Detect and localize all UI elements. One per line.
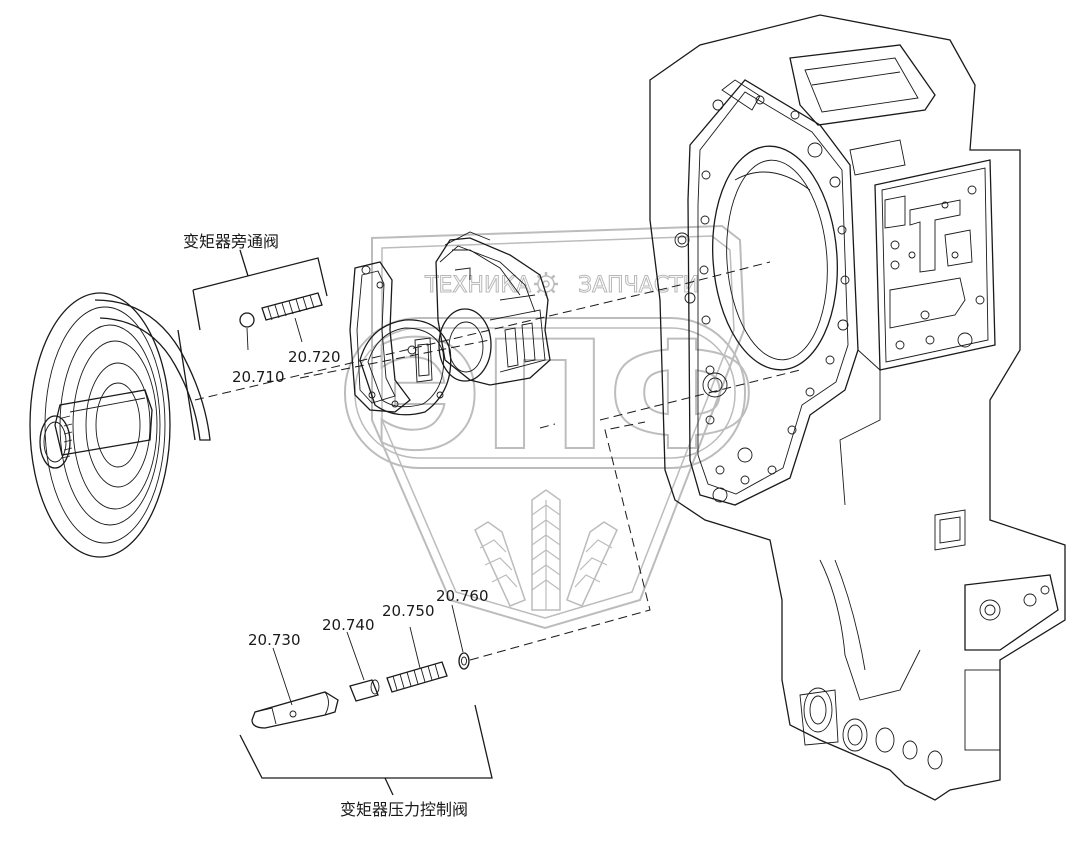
- control-valve-spool: [251, 691, 339, 729]
- bypass-valve-bracket: [192, 249, 328, 351]
- pressure-valve-bracket: [239, 604, 493, 796]
- wheat-emblem: [474, 489, 618, 611]
- pump-housing: [435, 231, 551, 386]
- transmission-housing: [649, 14, 1066, 801]
- valve-plate-gasket: [349, 261, 452, 416]
- part-label-20-760: 20.760: [436, 587, 489, 605]
- part-label-20-750: 20.750: [382, 602, 435, 620]
- control-spring: [386, 661, 448, 693]
- part-label-20-710: 20.710: [232, 368, 285, 386]
- part-label-20-740: 20.740: [322, 616, 375, 634]
- pressure-valve-title: 变矩器压力控制阀: [340, 800, 468, 819]
- ball-part: [239, 312, 255, 328]
- bypass-valve-title: 变矩器旁通阀: [183, 232, 279, 251]
- watermark-right-text: ЗАПЧАСТИ: [578, 273, 699, 298]
- watermark-logo: ЭПФ ТЕХНИКА ЗАПЧАСТИ: [344, 224, 757, 630]
- part-label-20-730: 20.730: [248, 631, 301, 649]
- watermark-left-text: ТЕХНИКА: [424, 273, 531, 298]
- assembly-lines: [194, 261, 801, 661]
- snap-ring: [458, 652, 470, 670]
- coupling-flange: [29, 292, 211, 558]
- valve-plug: [349, 679, 380, 702]
- part-label-20-720: 20.720: [288, 348, 341, 366]
- bypass-spring: [261, 292, 323, 321]
